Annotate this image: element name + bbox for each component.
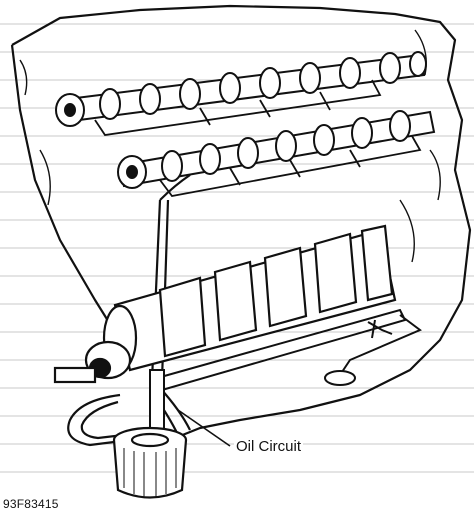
callout-leader xyxy=(177,409,231,447)
figure-id-label: 93F83415 xyxy=(3,497,59,511)
oil-pump-pipe xyxy=(67,387,191,447)
main-oil-gallery xyxy=(149,308,422,393)
oil-circuit-callout: Oil Circuit xyxy=(234,438,304,455)
engine-block-ribbing xyxy=(19,29,441,263)
upper-camshaft xyxy=(55,51,427,127)
crankshaft xyxy=(53,224,397,384)
oil-plug xyxy=(324,370,356,386)
cam-oil-gallery xyxy=(94,79,422,197)
oil-filter xyxy=(112,426,188,499)
engine-block-outline xyxy=(10,4,472,442)
oil-outlet-fitting xyxy=(367,319,393,339)
lower-camshaft xyxy=(117,110,436,189)
